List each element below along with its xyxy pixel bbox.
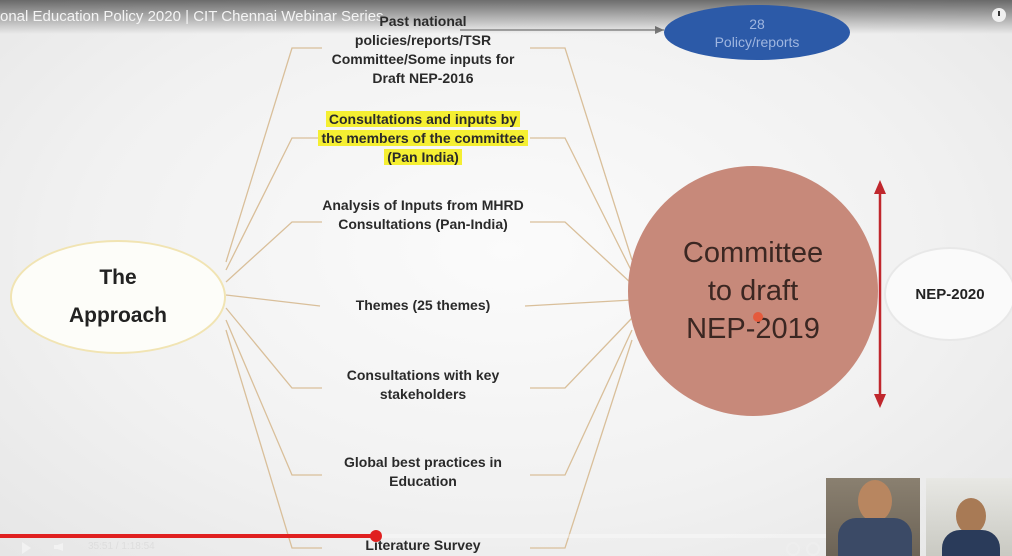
progress-scrubber[interactable] [369, 530, 382, 542]
committee-line1: Committee [682, 237, 824, 269]
policy-count: 28 [749, 15, 765, 32]
input-item-global-practices: Global best practices in Education [344, 454, 502, 489]
volume-icon[interactable] [54, 543, 63, 551]
participant-video-1[interactable] [826, 478, 920, 556]
input-item-literature-survey: Literature Survey [365, 537, 481, 553]
video-title: onal Education Policy 2020 | CIT Chennai… [0, 8, 384, 25]
policy-reports-oval: 28 Policy/reports [664, 5, 850, 60]
nep-2020-label: NEP-2020 [915, 285, 985, 303]
participant-1-head [858, 480, 892, 522]
committee-line2: to draft [707, 275, 799, 307]
committee-circle: Committee to draft NEP-2019 [628, 166, 878, 416]
input-item-themes: Themes (25 themes) [355, 297, 491, 313]
input-item-past-policies: Past national policies/reports/TSR Commi… [331, 13, 515, 86]
participant-1-body [838, 518, 912, 556]
double-arrow-icon [874, 180, 886, 408]
video-time: 35:51 / 1:18:54 [88, 541, 155, 552]
input-item-mhrd-analysis: Analysis of Inputs from MHRD Consultatio… [322, 197, 524, 232]
play-icon[interactable] [22, 542, 31, 554]
fullscreen-icon[interactable] [806, 542, 820, 556]
participant-2-body [942, 530, 1000, 556]
progress-track[interactable] [0, 534, 826, 538]
input-item-committee-consultations: Consultations and inputs by the members … [318, 110, 528, 167]
input-item-stakeholders: Consultations with key stakeholders [346, 367, 500, 402]
nep-2020-oval: NEP-2020 [884, 247, 1012, 341]
participant-video-2[interactable] [926, 478, 1012, 556]
approach-ellipse: The Approach [10, 240, 226, 354]
participant-2-head [956, 498, 986, 534]
approach-line2: Approach [68, 304, 167, 327]
watch-later-icon[interactable] [992, 8, 1006, 22]
progress-bar[interactable] [0, 534, 376, 538]
policy-label: Policy/reports [714, 33, 800, 50]
player-controls: 35:51 / 1:18:54 [0, 538, 826, 556]
approach-line1: The [99, 266, 137, 289]
pointer-dot [753, 312, 763, 322]
settings-icon[interactable] [786, 542, 800, 556]
